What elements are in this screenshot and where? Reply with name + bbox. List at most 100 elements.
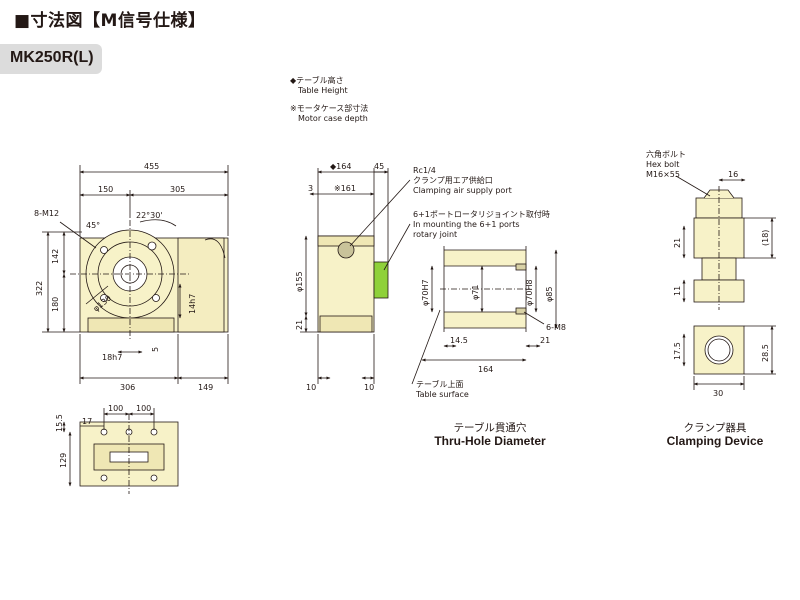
dim-28-5: 28.5 <box>761 344 770 362</box>
clamping-view <box>675 175 776 390</box>
angle-arc <box>139 219 177 227</box>
table-surface-note: テーブル上面 Table surface <box>416 380 469 400</box>
dim-100a: 100 <box>108 404 123 413</box>
motor-case-jp: ※モータケース部寸法 <box>290 104 369 113</box>
motor-case-note: ※モータケース部寸法 Motor case depth <box>290 104 368 124</box>
hex-bolt-size: M16×55 <box>646 170 680 179</box>
dim-17: 17 <box>82 417 92 426</box>
dim-164: 164 <box>478 365 493 374</box>
clamping-caption: クランプ器具 Clamping Device <box>650 422 780 448</box>
dim-322: 322 <box>35 281 44 296</box>
front-bolt-hole <box>152 294 160 302</box>
dim-d70h7: φ70H7 <box>421 279 430 306</box>
dim-d71: φ71 <box>471 285 480 300</box>
dim-d85: φ85 <box>545 287 554 302</box>
rotary-joint-note: 6+1ポートロータリジョイント取付時 In mounting the 6+1 p… <box>413 210 550 240</box>
dim-149: 149 <box>198 383 213 392</box>
dim-3: 3 <box>308 184 313 193</box>
clamping-en: Clamping Device <box>666 434 764 448</box>
clamp-dims: 16 21 (18) 11 17.5 28.5 30 <box>673 170 770 398</box>
dim-21: 21 <box>295 320 304 330</box>
angle-2230: 22°30' <box>136 211 163 220</box>
dim-180: 180 <box>51 297 60 312</box>
m8-thread-bottom <box>515 307 527 315</box>
thru-dims: φ70H7 φ71 φ70H8 φ85 6-M8 14.5 21 164 <box>421 279 566 374</box>
front-base <box>87 317 175 333</box>
table-height-en: Table Height <box>298 86 348 95</box>
dim-21: 21 <box>673 238 682 248</box>
angle-45: 45° <box>86 221 100 230</box>
clamp-hole-inner <box>707 338 731 362</box>
m8-label: 6-M8 <box>546 323 566 332</box>
dim-305: 305 <box>170 185 185 194</box>
dim-14-5: 14.5 <box>450 336 468 345</box>
thru-top-band <box>444 250 526 266</box>
plan-view <box>62 408 179 494</box>
dim-129: 129 <box>59 453 68 468</box>
dim-5: 5 <box>151 347 160 352</box>
dim-17-5: 17.5 <box>673 342 682 360</box>
dim-150: 150 <box>98 185 113 194</box>
model-tab: MK250R(L) <box>0 44 102 74</box>
table-surface-en: Table surface <box>416 390 469 399</box>
rotary-joint-en1: In mounting the 6+1 ports <box>413 220 520 229</box>
leader-line <box>349 179 411 247</box>
hex-bolt-en: Hex bolt <box>646 160 680 169</box>
leader-line <box>675 175 711 197</box>
rotary-joint-port <box>373 261 389 299</box>
hex-bolt-jp: 六角ボルト <box>646 150 686 159</box>
clamp-air-jp: クランプ用エア供給口 <box>413 176 493 185</box>
front-cable <box>204 238 226 259</box>
page-title: ■寸法図【M信号仕様】 <box>14 11 206 31</box>
front-bolt-hole <box>100 294 108 302</box>
holes-label: 8-M12 <box>34 209 59 218</box>
front-bolt-hole <box>147 241 157 251</box>
dim-100b: 100 <box>136 404 151 413</box>
clamp-air-note: Rc1/4 クランプ用エア供給口 Clamping air supply por… <box>413 166 512 196</box>
leader-line <box>523 311 545 325</box>
clamp-hole-outer <box>704 335 734 365</box>
plan-hole <box>100 474 108 482</box>
side-base <box>319 315 373 333</box>
rotary-joint-en2: rotary joint <box>413 230 458 239</box>
dim-14h7: 14h7 <box>188 294 197 314</box>
dim-10a: 10 <box>306 383 316 392</box>
plan-hole <box>150 474 158 482</box>
leader-line <box>411 309 441 385</box>
clamping-jp: クランプ器具 <box>683 422 747 434</box>
motor-case-en: Motor case depth <box>298 114 368 123</box>
clamp-air-en: Clamping air supply port <box>413 186 512 195</box>
dim-30: 30 <box>713 389 723 398</box>
front-bolt-hole <box>100 246 108 254</box>
leader-line <box>59 221 97 249</box>
front-motor-case <box>177 237 225 333</box>
dim-21: 21 <box>540 336 550 345</box>
table-height-jp: ◆テーブル高さ <box>290 76 344 85</box>
side-dims: ◆164 45 3 ※161 φ155 21 10 10 <box>295 162 384 392</box>
dim-16: 16 <box>728 170 738 179</box>
rc-size: Rc1/4 <box>413 166 436 175</box>
dim-142: 142 <box>51 249 60 264</box>
dim-15-5: 15.5 <box>55 414 64 432</box>
dim-18: (18) <box>761 230 770 246</box>
thru-bottom-band <box>444 312 526 328</box>
dim-d155: φ155 <box>295 271 304 292</box>
thru-hole-en: Thru-Hole Diameter <box>434 434 546 448</box>
thru-hole-jp: テーブル貫通穴 <box>453 422 527 434</box>
leader-line <box>85 285 109 305</box>
dim-11: 11 <box>673 286 682 296</box>
m8-thread-top <box>515 263 527 271</box>
model-label: MK250R(L) <box>10 49 94 66</box>
dim-18h7: 18h7 <box>102 353 122 362</box>
thru-hole-view <box>411 246 558 385</box>
plan-dims: 17 100 100 15.5 129 <box>55 404 151 468</box>
rotary-joint-jp: 6+1ポートロータリジョイント取付時 <box>413 210 550 219</box>
dim-164: ◆164 <box>330 162 351 171</box>
dim-10b: 10 <box>364 383 374 392</box>
table-surface-jp: テーブル上面 <box>416 380 464 389</box>
front-view <box>42 165 229 384</box>
thru-hole-caption: テーブル貫通穴 Thru-Hole Diameter <box>415 422 565 448</box>
side-view <box>300 168 411 384</box>
hex-bolt-note: 六角ボルト Hex bolt M16×55 <box>646 150 686 180</box>
